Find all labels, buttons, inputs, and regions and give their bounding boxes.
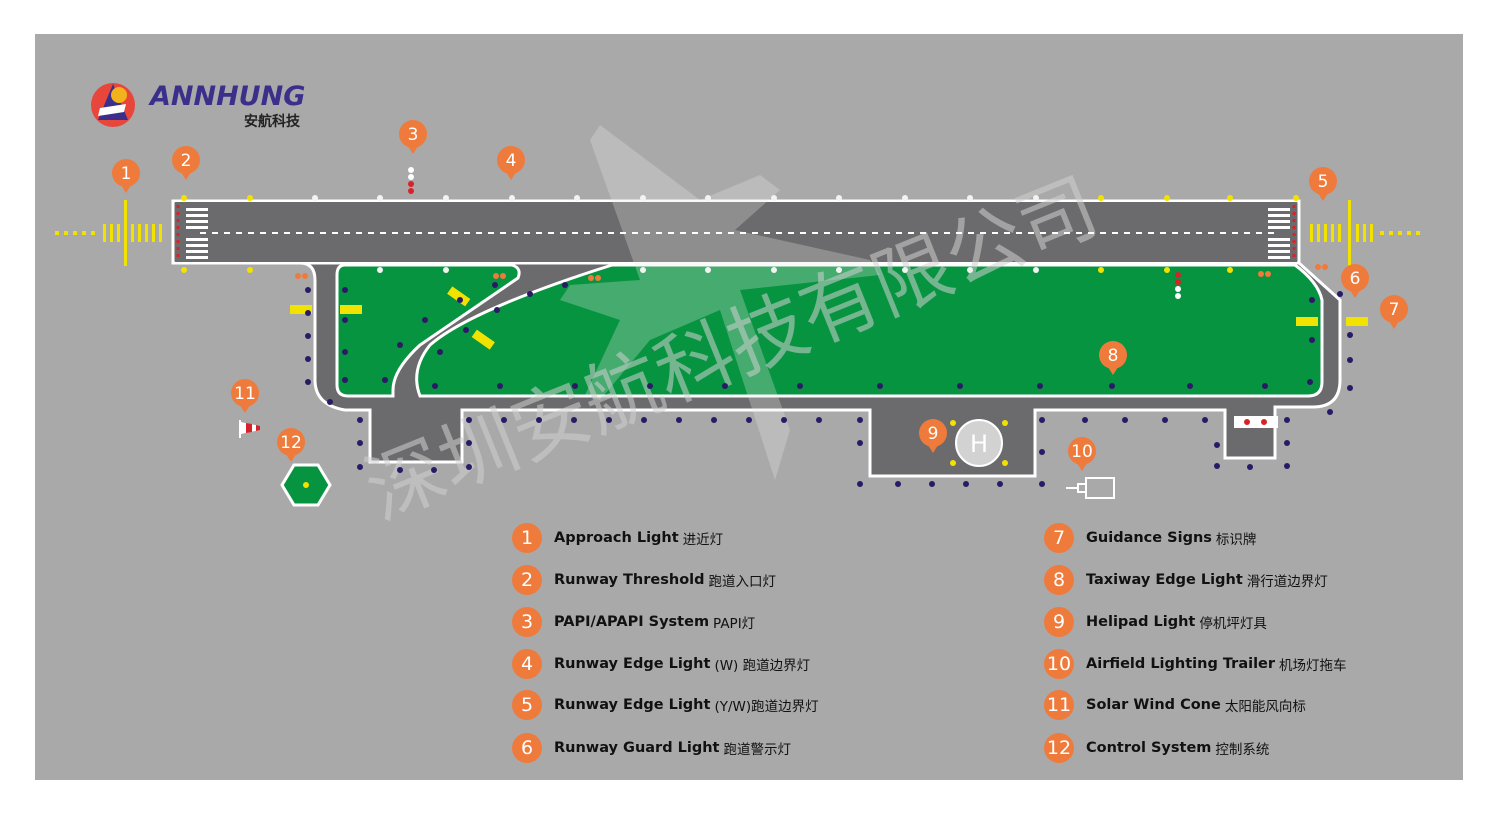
legend-label-cn: PAPI灯 bbox=[713, 616, 756, 632]
legend-label-cn: 控制系统 bbox=[1215, 742, 1270, 758]
grass-island-main bbox=[415, 263, 1324, 398]
legend-label-cn: 标识牌 bbox=[1215, 532, 1257, 548]
marker-pin-number: 2 bbox=[181, 151, 192, 171]
marker-pin: 9 bbox=[919, 419, 947, 453]
legend-number: 4 bbox=[512, 649, 542, 679]
legend-label-cn: 太阳能风向标 bbox=[1224, 699, 1306, 715]
guidance-signs bbox=[290, 286, 1368, 350]
legend-label-cn: 停机坪灯具 bbox=[1199, 616, 1267, 632]
legend-number: 11 bbox=[1044, 690, 1074, 720]
legend-label-en: Airfield Lighting Trailer bbox=[1086, 656, 1276, 672]
marker-pin-number: 9 bbox=[928, 424, 939, 444]
legend-number: 1 bbox=[512, 523, 542, 553]
marker-pin-number: 6 bbox=[1350, 269, 1361, 289]
solar-wind-cone bbox=[239, 420, 260, 438]
brand-name: ANNHUNG bbox=[148, 81, 305, 112]
hold-sign-box bbox=[1234, 416, 1278, 428]
control-system bbox=[280, 463, 332, 507]
legend-item: 5 Runway Edge Light(Y/W)跑道边界灯 bbox=[512, 690, 819, 720]
legend-number: 10 bbox=[1044, 649, 1074, 679]
marker-pin-number: 10 bbox=[1071, 442, 1093, 462]
legend-label-en: Control System bbox=[1086, 740, 1212, 756]
marker-pin: 2 bbox=[172, 146, 200, 180]
legend-label-en: Solar Wind Cone bbox=[1086, 697, 1221, 713]
legend-label-cn: (W) 跑道边界灯 bbox=[714, 658, 811, 674]
legend-label-en: Runway Threshold bbox=[554, 572, 705, 588]
marker-pin: 12 bbox=[277, 428, 305, 462]
helipad-label: H bbox=[970, 430, 988, 458]
legend-label-cn: 跑道入口灯 bbox=[708, 574, 777, 590]
legend-number: 5 bbox=[512, 690, 542, 720]
legend-label-cn: 跑道警示灯 bbox=[723, 742, 791, 758]
legend-label-en: Helipad Light bbox=[1086, 614, 1196, 630]
legend-label-en: Runway Edge Light bbox=[554, 656, 711, 672]
marker-pin-number: 4 bbox=[506, 151, 517, 171]
legend-label-cn: 滑行道边界灯 bbox=[1246, 574, 1328, 590]
brand-subtitle: 安航科技 bbox=[244, 113, 301, 130]
approach-lights-west bbox=[55, 200, 162, 266]
marker-pin: 7 bbox=[1380, 295, 1408, 329]
helipad-lights bbox=[950, 420, 1008, 466]
legend-label-cn: (Y/W)跑道边界灯 bbox=[714, 699, 819, 715]
marker-pin-number: 12 bbox=[280, 433, 302, 453]
legend-label-en: Guidance Signs bbox=[1086, 530, 1212, 546]
legend-label-en: Approach Light bbox=[554, 530, 679, 546]
legend-label-en: Runway Edge Light bbox=[554, 697, 711, 713]
marker-pin-number: 8 bbox=[1108, 346, 1119, 366]
runway-guard-lights bbox=[295, 264, 1328, 281]
legend-number: 2 bbox=[512, 565, 542, 595]
runway-edge-lights bbox=[181, 195, 1299, 273]
marker-pin-number: 11 bbox=[234, 384, 256, 404]
legend-number: 8 bbox=[1044, 565, 1074, 595]
helipad: H bbox=[950, 419, 1008, 467]
marker-pin: 10 bbox=[1068, 437, 1096, 471]
taxiway-edge-lights bbox=[305, 282, 1353, 487]
marker-pin-number: 3 bbox=[408, 125, 419, 145]
marker-pin: 1 bbox=[112, 159, 140, 193]
lighting-trailer bbox=[1066, 477, 1115, 499]
brand-logo bbox=[91, 83, 135, 127]
legend-label-en: Taxiway Edge Light bbox=[1086, 572, 1243, 588]
runway-markings bbox=[176, 205, 1296, 260]
approach-lights-east bbox=[1310, 200, 1420, 266]
marker-pin: 4 bbox=[497, 146, 525, 180]
grass-island-left bbox=[335, 263, 521, 398]
marker-pin: 11 bbox=[231, 379, 259, 413]
legend-number: 12 bbox=[1044, 733, 1074, 763]
marker-pin-number: 1 bbox=[121, 164, 132, 184]
marker-pin-number: 7 bbox=[1389, 300, 1400, 320]
legend-item: 4 Runway Edge Light(W) 跑道边界灯 bbox=[512, 649, 810, 679]
legend-label-cn: 进近灯 bbox=[682, 532, 724, 548]
legend-label-cn: 机场灯拖车 bbox=[1279, 658, 1347, 674]
marker-pin: 3 bbox=[399, 120, 427, 154]
legend-label-en: Runway Guard Light bbox=[554, 740, 720, 756]
legend-label-en: PAPI/APAPI System bbox=[554, 614, 710, 630]
legend-number: 6 bbox=[512, 733, 542, 763]
legend-number: 3 bbox=[512, 607, 542, 637]
papi-lights bbox=[408, 167, 1181, 299]
marker-pin: 8 bbox=[1099, 341, 1127, 375]
legend-number: 9 bbox=[1044, 607, 1074, 637]
legend-number: 7 bbox=[1044, 523, 1074, 553]
marker-pin: 5 bbox=[1309, 167, 1337, 201]
watermark-plane bbox=[560, 125, 880, 480]
marker-pin-number: 5 bbox=[1318, 172, 1329, 192]
marker-pin: 6 bbox=[1341, 264, 1369, 298]
